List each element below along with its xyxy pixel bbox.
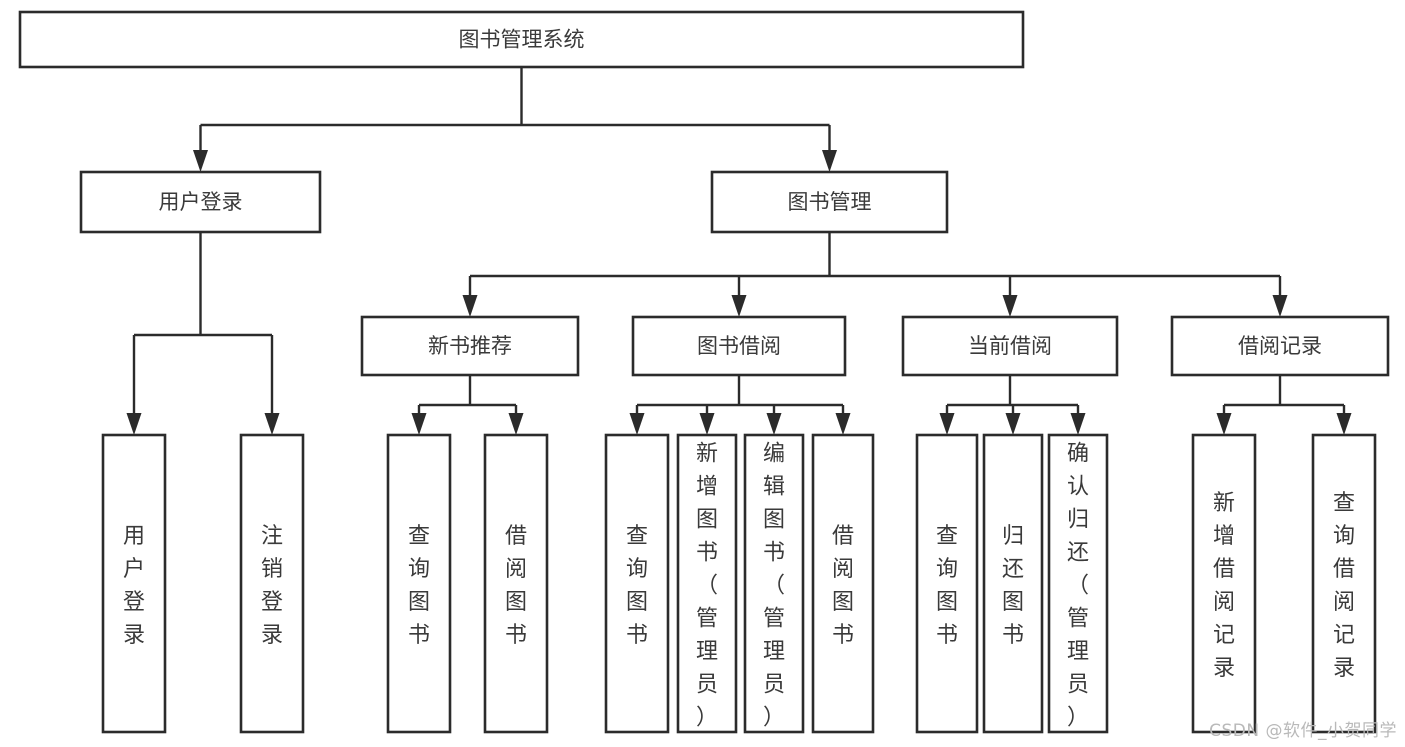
node-leaf-current-query-book[interactable]: 查询图书 xyxy=(915,433,979,734)
node-leaf-borrow-edit-book[interactable]: 编辑图书（管理员） xyxy=(743,433,805,734)
node-borrow-record[interactable]: 借阅记录 xyxy=(1170,315,1390,377)
arrow-head-icon xyxy=(462,295,478,317)
arrow-head-icon xyxy=(508,413,524,435)
arrow-head-icon xyxy=(126,413,142,435)
node-leaf-borrow-borrow-book[interactable]: 借阅图书 xyxy=(811,433,875,734)
node-box[interactable] xyxy=(483,433,549,734)
arrow-head-icon xyxy=(1216,413,1232,435)
node-box[interactable] xyxy=(1311,433,1377,734)
node-box[interactable] xyxy=(982,433,1044,734)
node-label: 当前借阅 xyxy=(968,334,1052,358)
node-label: 查询图书 xyxy=(936,524,958,648)
node-leaf-user-logout[interactable]: 注销登录 xyxy=(239,433,305,734)
arrow-head-icon xyxy=(1005,413,1021,435)
arrow-head-icon xyxy=(629,413,645,435)
arrow-head-icon xyxy=(835,413,851,435)
node-leaf-current-return-book[interactable]: 归还图书 xyxy=(982,433,1044,734)
node-leaf-borrow-add-book[interactable]: 新增图书（管理员） xyxy=(676,433,738,734)
connectors-layer xyxy=(126,67,1352,435)
node-label: 新增借阅记录 xyxy=(1213,491,1235,681)
node-book-manage[interactable]: 图书管理 xyxy=(710,170,949,234)
node-label: 用户登录 xyxy=(159,190,243,214)
node-box[interactable] xyxy=(604,433,670,734)
node-box[interactable] xyxy=(811,433,875,734)
node-leaf-record-query[interactable]: 查询借阅记录 xyxy=(1311,433,1377,734)
node-box[interactable] xyxy=(1170,315,1390,377)
node-root-system[interactable]: 图书管理系统 xyxy=(18,10,1025,69)
node-label: 图书借阅 xyxy=(697,334,781,358)
arrow-head-icon xyxy=(822,150,837,172)
node-label: 确认归还（管理员） xyxy=(1067,442,1089,731)
node-box[interactable] xyxy=(743,433,805,734)
arrow-head-icon xyxy=(1070,413,1086,435)
arrow-head-icon xyxy=(699,413,715,435)
node-label: 注销登录 xyxy=(261,524,283,648)
arrow-head-icon xyxy=(1272,295,1288,317)
node-label: 编辑图书（管理员） xyxy=(763,442,785,731)
node-box[interactable] xyxy=(901,315,1119,377)
arrow-head-icon xyxy=(1336,413,1352,435)
node-leaf-record-add[interactable]: 新增借阅记录 xyxy=(1191,433,1257,734)
node-label: 图书管理系统 xyxy=(459,28,585,52)
node-box[interactable] xyxy=(710,170,949,234)
node-label: 查询借阅记录 xyxy=(1333,491,1355,681)
node-box[interactable] xyxy=(386,433,452,734)
node-leaf-borrow-query-book[interactable]: 查询图书 xyxy=(604,433,670,734)
node-label: 查询图书 xyxy=(408,524,430,648)
node-label: 借阅图书 xyxy=(832,524,854,648)
nodes-layer: 图书管理系统用户登录图书管理新书推荐图书借阅当前借阅借阅记录用户登录注销登录查询… xyxy=(18,10,1390,734)
node-box[interactable] xyxy=(101,433,167,734)
node-box[interactable] xyxy=(79,170,322,234)
node-leaf-user-login[interactable]: 用户登录 xyxy=(101,433,167,734)
node-label: 归还图书 xyxy=(1002,524,1024,648)
node-book-borrow[interactable]: 图书借阅 xyxy=(631,315,847,377)
arrow-head-icon xyxy=(731,295,747,317)
node-current-borrow[interactable]: 当前借阅 xyxy=(901,315,1119,377)
node-new-book-recommend[interactable]: 新书推荐 xyxy=(360,315,580,377)
arrow-head-icon xyxy=(1002,295,1018,317)
node-label: 查询图书 xyxy=(626,524,648,648)
node-leaf-recommend-borrow-book[interactable]: 借阅图书 xyxy=(483,433,549,734)
node-user-login[interactable]: 用户登录 xyxy=(79,170,322,234)
node-box[interactable] xyxy=(360,315,580,377)
node-label: 图书管理 xyxy=(788,190,872,214)
node-box[interactable] xyxy=(676,433,738,734)
node-label: 用户登录 xyxy=(123,524,145,648)
node-box[interactable] xyxy=(631,315,847,377)
node-label: 借阅图书 xyxy=(505,524,527,648)
node-label: 新书推荐 xyxy=(428,334,512,358)
arrow-head-icon xyxy=(939,413,955,435)
node-label: 借阅记录 xyxy=(1238,334,1322,358)
node-box[interactable] xyxy=(1047,433,1109,734)
node-label: 新增图书（管理员） xyxy=(696,442,718,731)
node-box[interactable] xyxy=(18,10,1025,69)
node-box[interactable] xyxy=(1191,433,1257,734)
arrow-head-icon xyxy=(193,150,208,172)
node-box[interactable] xyxy=(915,433,979,734)
node-leaf-recommend-query-book[interactable]: 查询图书 xyxy=(386,433,452,734)
node-leaf-current-confirm-return[interactable]: 确认归还（管理员） xyxy=(1047,433,1109,734)
arrow-head-icon xyxy=(411,413,427,435)
node-box[interactable] xyxy=(239,433,305,734)
arrow-head-icon xyxy=(264,413,280,435)
arrow-head-icon xyxy=(766,413,782,435)
